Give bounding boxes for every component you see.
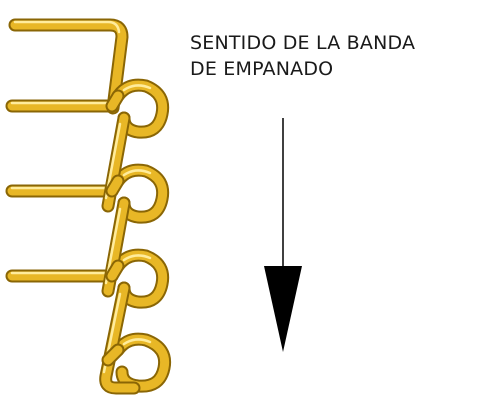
- rod-join: [101, 89, 125, 367]
- arrow-head: [264, 266, 302, 352]
- top-rod-bend: [8, 18, 129, 115]
- horizontal-rod: [5, 184, 119, 198]
- hook-loop: [111, 332, 172, 393]
- direction-caption: SENTIDO DE LA BANDA DE EMPANADO: [190, 30, 480, 82]
- hook-loop: [111, 163, 170, 224]
- caption-line-1: SENTIDO DE LA BANDA: [190, 32, 416, 54]
- hook-loop: [111, 248, 170, 309]
- caption-line-2: DE EMPANADO: [190, 58, 334, 80]
- hook-loop: [111, 78, 170, 139]
- down-arrow-icon: [264, 118, 302, 352]
- wire-chain-belt-icon: [5, 18, 172, 395]
- horizontal-rod: [5, 269, 119, 283]
- horizontal-rod: [5, 99, 119, 113]
